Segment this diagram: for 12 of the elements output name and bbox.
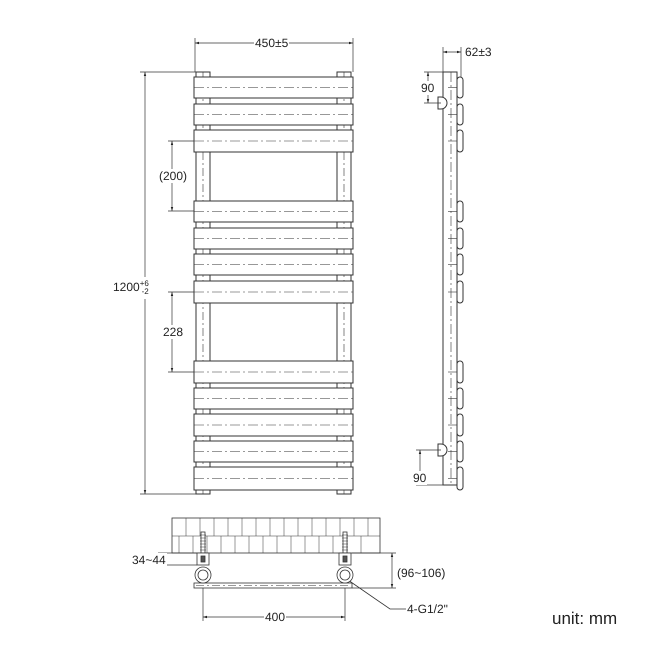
dimension-value: 228 [162,325,184,339]
thread-callout: 4-G1/2" [406,602,449,616]
dimension-value: (96~106) [396,566,446,580]
dimension-value: 450±5 [254,36,290,50]
leader-line [348,580,406,610]
dimension-value: 400 [264,610,286,624]
dimension-value: 62±3 [464,45,493,59]
dimension-value: 34~44 [131,553,167,567]
valve-drawing [336,531,354,584]
dimension-value: 90 [412,471,428,485]
dimension-value: 90 [420,81,436,95]
dimension-value: (200) [158,169,188,183]
